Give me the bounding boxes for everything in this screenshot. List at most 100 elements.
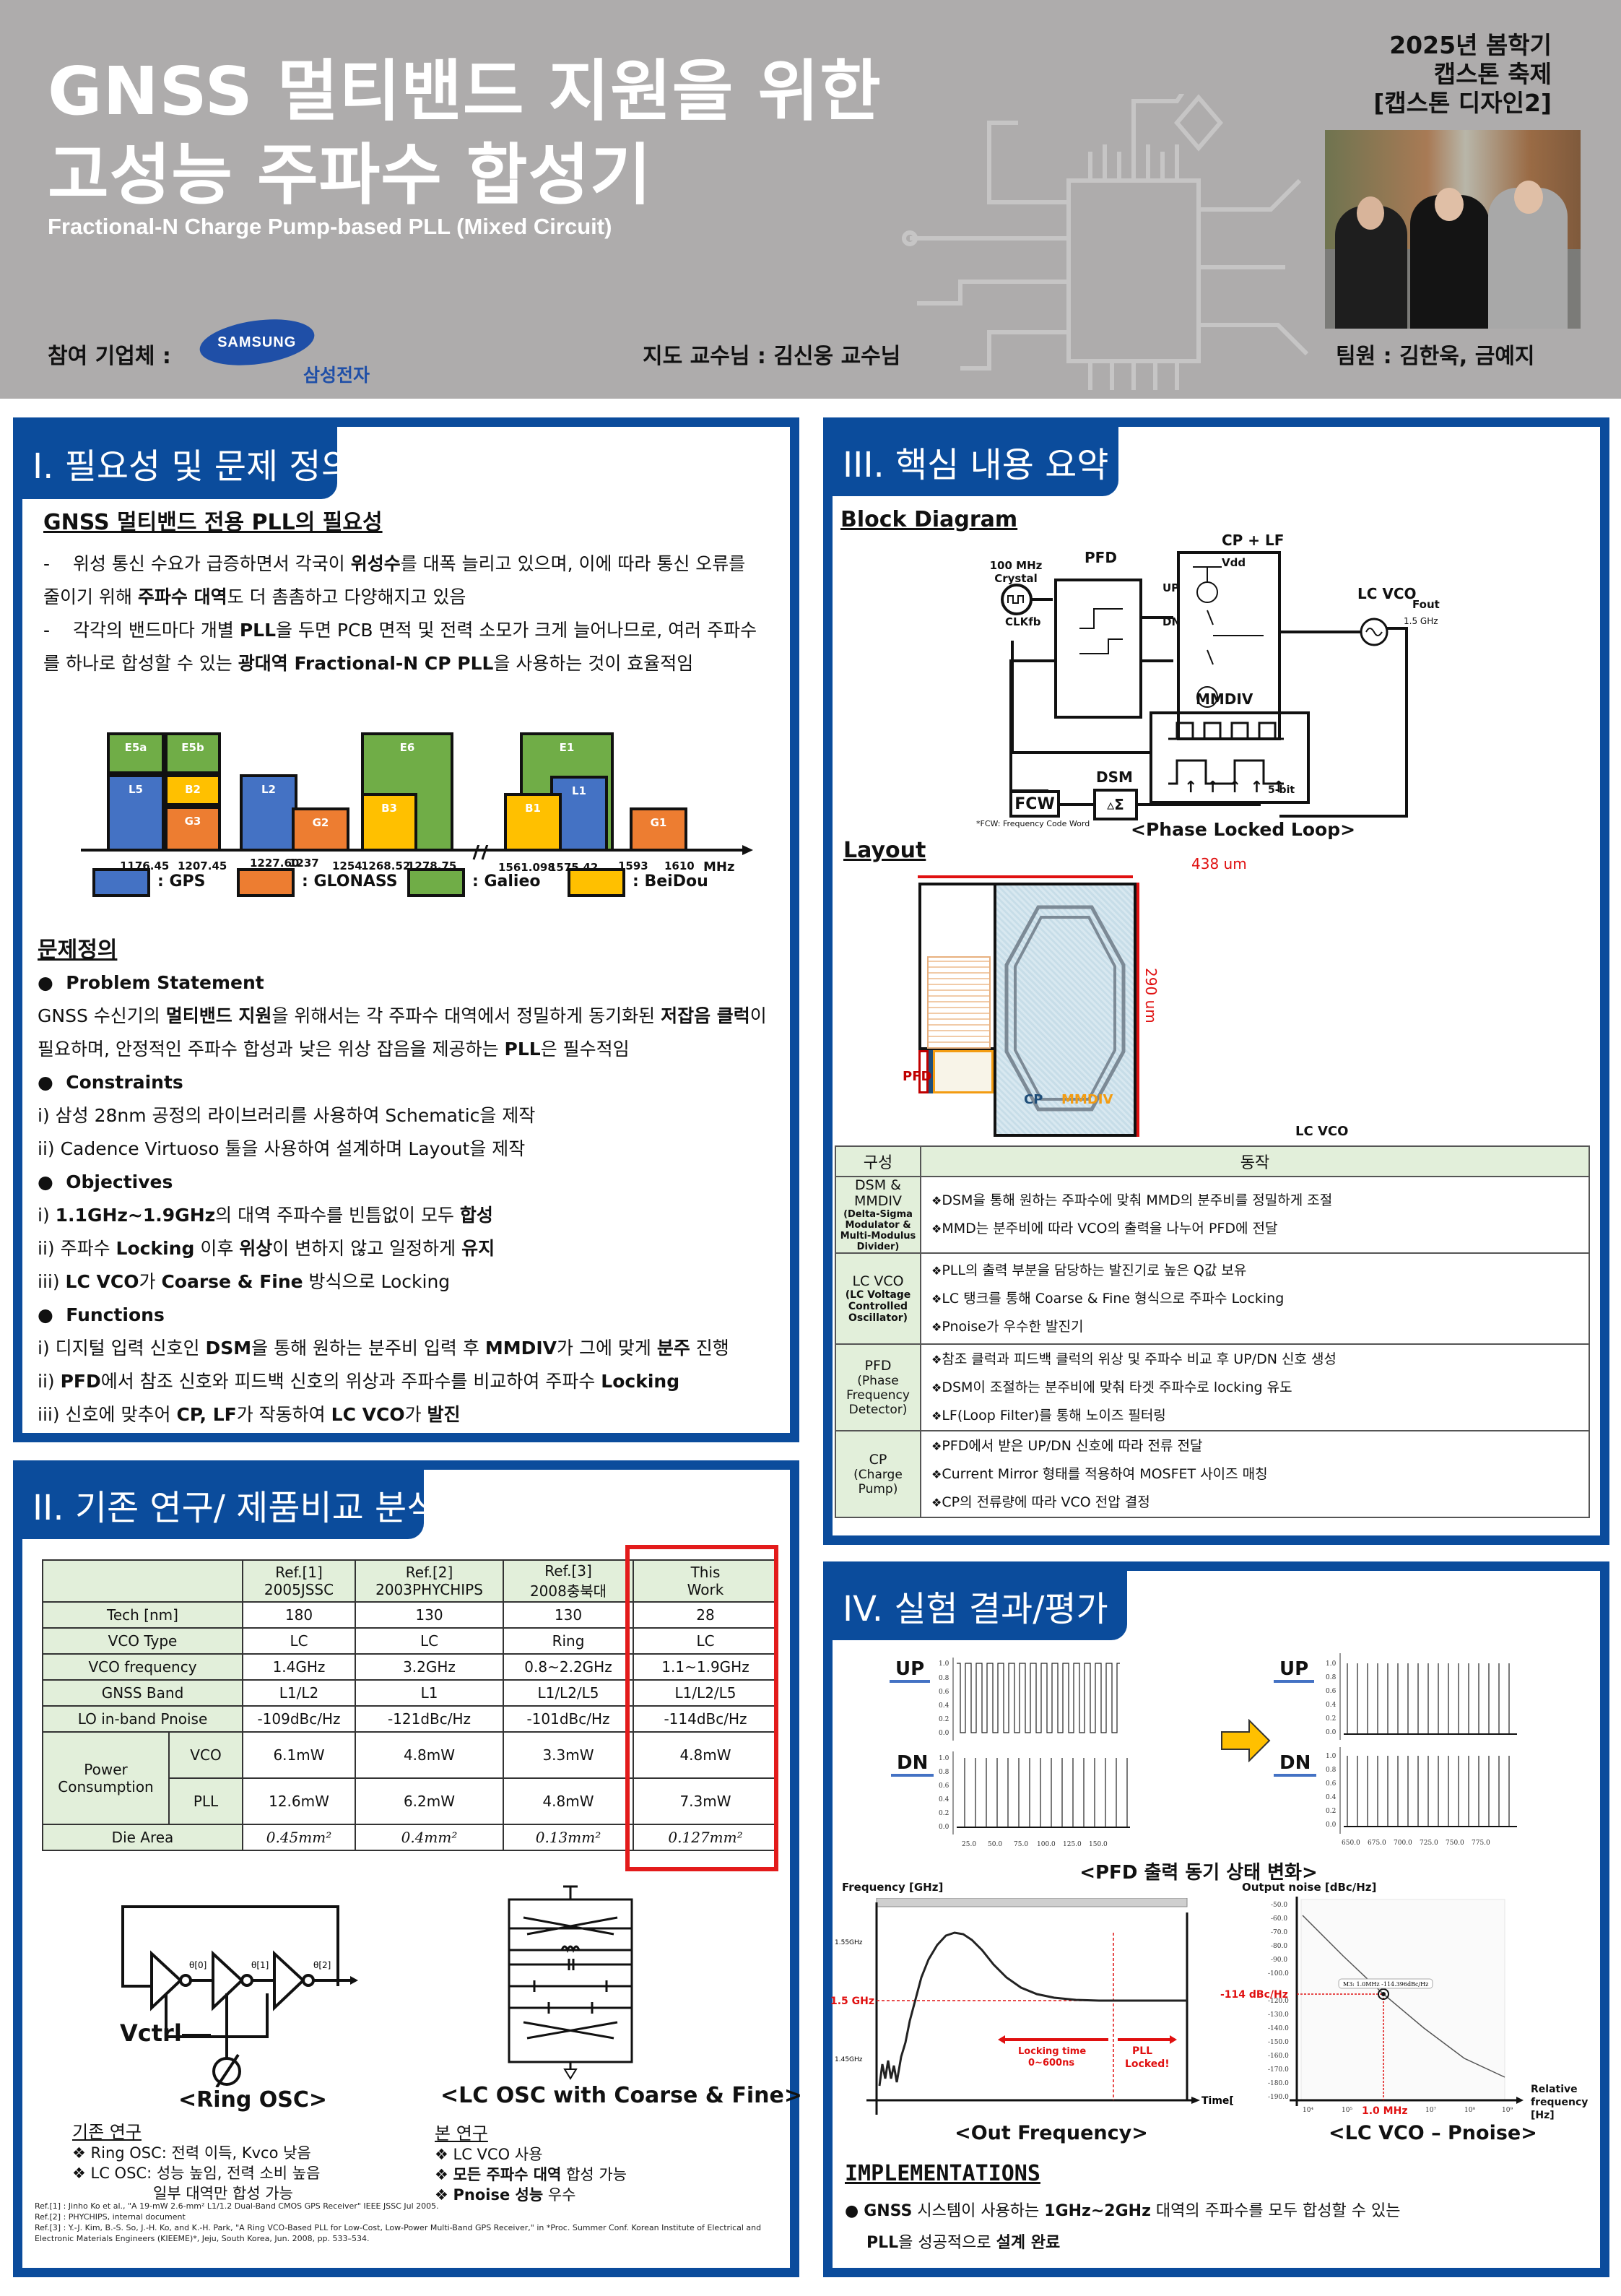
- svg-text:Locked!: Locked!: [1125, 2058, 1170, 2070]
- circuit-background-graphic: [902, 94, 1309, 390]
- function-2: ii) PFD에서 참조 신호와 피드백 신호의 위상과 주파수를 비교하여 주…: [38, 1371, 680, 1392]
- svg-text:1.55GHz: 1.55GHz: [835, 1939, 863, 1946]
- legend-galileo: : Galieo: [472, 872, 541, 891]
- layout-height-bar: [1137, 883, 1139, 1137]
- dn-label-before: DN: [891, 1752, 934, 1777]
- svg-text:-150.0: -150.0: [1268, 2039, 1289, 2046]
- svg-text:1.45GHz: 1.45GHz: [835, 2056, 863, 2063]
- fout-label: Fout: [1412, 598, 1440, 611]
- band-e5a: E5a: [107, 732, 165, 774]
- svg-text:150.0: 150.0: [1089, 1841, 1108, 1848]
- bus-arrows: ↑↑↑↑↑: [1184, 779, 1295, 797]
- svg-text:-170.0: -170.0: [1268, 2066, 1289, 2074]
- svg-text:Locking time: Locking time: [1018, 2046, 1086, 2057]
- functions-heading: ● Functions: [38, 1304, 165, 1325]
- problem-definition-body: ● Problem Statement GNSS 수신기의 멀티밴드 지원을 위…: [38, 966, 788, 1431]
- problem-title: 문제정의: [38, 937, 118, 963]
- row-pnoise: LO in-band Pnoise-109dBc/Hz-121dBc/Hz-10…: [42, 1705, 778, 1733]
- constraints-heading: ● Constraints: [38, 1072, 183, 1093]
- svg-text:0.4: 0.4: [1326, 1794, 1337, 1801]
- layout-pfd-label: PFD: [903, 1069, 932, 1084]
- svg-text:0.0: 0.0: [939, 1824, 949, 1831]
- tick-1237: 1237: [289, 857, 319, 870]
- need-bullet-2: - 각각의 밴드마다 개별 PLL을 두면 PCB 면적 및 전력 소모가 크게…: [43, 620, 757, 674]
- layout-lcvco-label: LC VCO: [1295, 1124, 1349, 1139]
- layout-width-bar: [918, 875, 1133, 878]
- objective-3: iii) LC VCO가 Coarse & Fine 방식으로 Locking: [38, 1271, 451, 1292]
- col-ref1: Ref.[1]2005JSSC: [242, 1559, 356, 1603]
- svg-text:0.2: 0.2: [939, 1716, 949, 1723]
- block-diagram-title: Block Diagram: [840, 507, 1018, 532]
- svg-text:-80.0: -80.0: [1271, 1943, 1287, 1950]
- svg-text:θ[2]: θ[2]: [313, 1960, 331, 1970]
- svg-text:0.4: 0.4: [939, 1702, 949, 1710]
- band-b2: B2: [165, 774, 221, 806]
- svg-text:650.0: 650.0: [1342, 1840, 1360, 1846]
- team-photo: [1325, 130, 1581, 329]
- svg-text:-90.0: -90.0: [1271, 1957, 1287, 1964]
- constraint-2: ii) Cadence Virtuoso 툴을 사용하여 설계하며 Layout…: [38, 1138, 526, 1159]
- svg-text:10⁵: 10⁵: [1342, 2107, 1352, 2114]
- layout-title: Layout: [843, 838, 926, 863]
- svg-text:-180.0: -180.0: [1268, 2080, 1289, 2087]
- tick-1207: 1207.45: [178, 859, 227, 872]
- svg-text:10⁸: 10⁸: [1464, 2107, 1475, 2114]
- section4-tab: IV. 실험 결과/평가: [833, 1571, 1127, 1640]
- up-label-after: UP: [1274, 1658, 1315, 1683]
- problem-statement-text: GNSS 수신기의 멀티밴드 지원을 위해서는 각 주파수 대역에서 정밀하게 …: [38, 1005, 767, 1060]
- band-l2: L2: [240, 774, 297, 852]
- svg-text:0.2: 0.2: [1326, 1715, 1336, 1723]
- summary-row-lc-vco: LC VCO(LC Voltage Controlled Oscillator)…: [835, 1252, 1590, 1345]
- implementations-text: ● GNSS 시스템이 사용하는 1GHz~2GHz 대역의 주파수를 모두 합…: [845, 2202, 1401, 2252]
- lc-osc-schematic: [508, 1885, 633, 2080]
- band-l5: L5: [107, 774, 165, 852]
- this-work-highlight: [625, 1545, 778, 1871]
- svg-text:50.0: 50.0: [988, 1841, 1002, 1848]
- svg-text:0.8: 0.8: [1326, 1767, 1337, 1774]
- tick-1610: 1610: [664, 859, 695, 872]
- svg-text:-160.0: -160.0: [1268, 2053, 1289, 2060]
- layout-mmdiv-label: MMDIV: [1061, 1092, 1113, 1107]
- axis-unit: MHz: [703, 859, 735, 875]
- implementations-title: IMPLEMENTATIONS: [845, 2161, 1040, 2186]
- col-ref3: Ref.[3]2008충북대: [503, 1559, 634, 1603]
- legend-swatch-gps: [92, 868, 150, 897]
- summary-row-cp: CP(Charge Pump) PFD에서 받은 UP/DN 신호에 따라 전류…: [835, 1430, 1590, 1518]
- up-label-before: UP: [890, 1658, 931, 1683]
- svg-text:0.6: 0.6: [939, 1689, 949, 1696]
- svg-text:-114 dBc/Hz: -114 dBc/Hz: [1220, 1989, 1288, 2001]
- band-b3: B3: [361, 793, 417, 852]
- svg-text:75.0: 75.0: [1014, 1841, 1028, 1848]
- references: Ref.[1] : Jinho Ko et al., "A 19-mW 2.6-…: [35, 2201, 762, 2243]
- poster-title-line1: GNSS 멀티밴드 지원을 위한: [48, 53, 882, 130]
- svg-text:-140.0: -140.0: [1268, 2025, 1289, 2032]
- feedback-wire-vertical: [1011, 641, 1014, 754]
- gnss-band-chart: E5a E5b L5 B2 G3 L2 G2 E6 B3 E1 L1 B1 G1…: [78, 729, 757, 903]
- semester-label: 2025년 봄학기: [1389, 31, 1552, 59]
- svg-text:θ[1]: θ[1]: [251, 1960, 269, 1970]
- svg-text:675.0: 675.0: [1368, 1840, 1386, 1846]
- legend-swatch-beidou: [568, 868, 625, 897]
- pll-caption: <Phase Locked Loop>: [1131, 819, 1356, 840]
- svg-text:1.0: 1.0: [1326, 1660, 1337, 1668]
- feedback-wire: [1011, 751, 1150, 754]
- section2-tab: II. 기존 연구/ 제품비교 분석: [22, 1470, 438, 1539]
- svg-text:M3: 1.0MHz -114.396dBc/Hz: M3: 1.0MHz -114.396dBc/Hz: [1343, 1981, 1428, 1988]
- this-research: 본 연구 ❖ LC VCO 사용 ❖ 모든 주파수 대역 합성 가능 ❖ Pno…: [435, 2123, 627, 2204]
- svg-text:-100.0: -100.0: [1268, 1970, 1289, 1977]
- svg-text:10⁷: 10⁷: [1425, 2107, 1436, 2114]
- comparison-table: Ref.[1]2005JSSC Ref.[2]2003PHYCHIPS Ref.…: [42, 1559, 778, 1851]
- svg-text:0.0: 0.0: [1326, 1821, 1337, 1829]
- band-g2: G2: [292, 807, 349, 852]
- svg-text:1.0: 1.0: [939, 1755, 949, 1762]
- svg-text:-120.0: -120.0: [1268, 1998, 1289, 2005]
- band-b1: B1: [504, 793, 562, 852]
- svg-text:10⁹: 10⁹: [1502, 2107, 1513, 2114]
- tick-1593: 1593: [618, 859, 648, 872]
